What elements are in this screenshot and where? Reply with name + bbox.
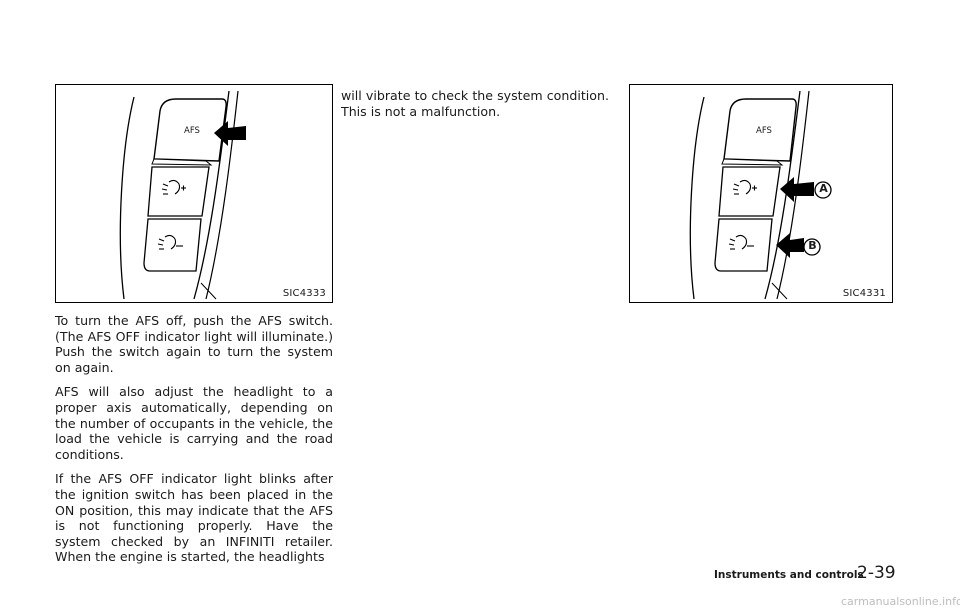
headlight-minus-icon [728, 234, 754, 250]
headlight-adjust-illustration [689, 90, 832, 300]
afs-button-label: AFS [184, 126, 200, 136]
watermark: carmanualsonline.info [841, 595, 960, 608]
paragraph: will vibrate to check the system conditi… [341, 88, 609, 119]
headlight-plus-icon [161, 179, 186, 195]
figure-headlight-adjust-switches: AFS A B SIC4331 [629, 84, 893, 303]
paragraph: If the AFS OFF indicator light blinks af… [55, 471, 333, 565]
figure-afs-switch: AFS SIC4333 [55, 84, 333, 303]
section-title: Instruments and controls [714, 569, 864, 581]
page-number: 2-39 [857, 563, 896, 583]
afs-button-label: AFS [756, 126, 772, 136]
left-text-column: To turn the AFS off, push the AFS switch… [55, 313, 333, 574]
headlight-minus-icon [157, 234, 183, 250]
callout-a: A [819, 182, 828, 195]
callout-b: B [808, 239, 817, 252]
paragraph: To turn the AFS off, push the AFS switch… [55, 313, 333, 375]
paragraph: AFS will also adjust the headlight to a … [55, 384, 333, 462]
figure-code: SIC4333 [282, 288, 326, 299]
afs-switch-illustration [119, 90, 246, 300]
headlight-plus-icon [732, 179, 757, 195]
figure-code: SIC4331 [842, 288, 886, 299]
middle-text-column: will vibrate to check the system conditi… [341, 88, 609, 128]
